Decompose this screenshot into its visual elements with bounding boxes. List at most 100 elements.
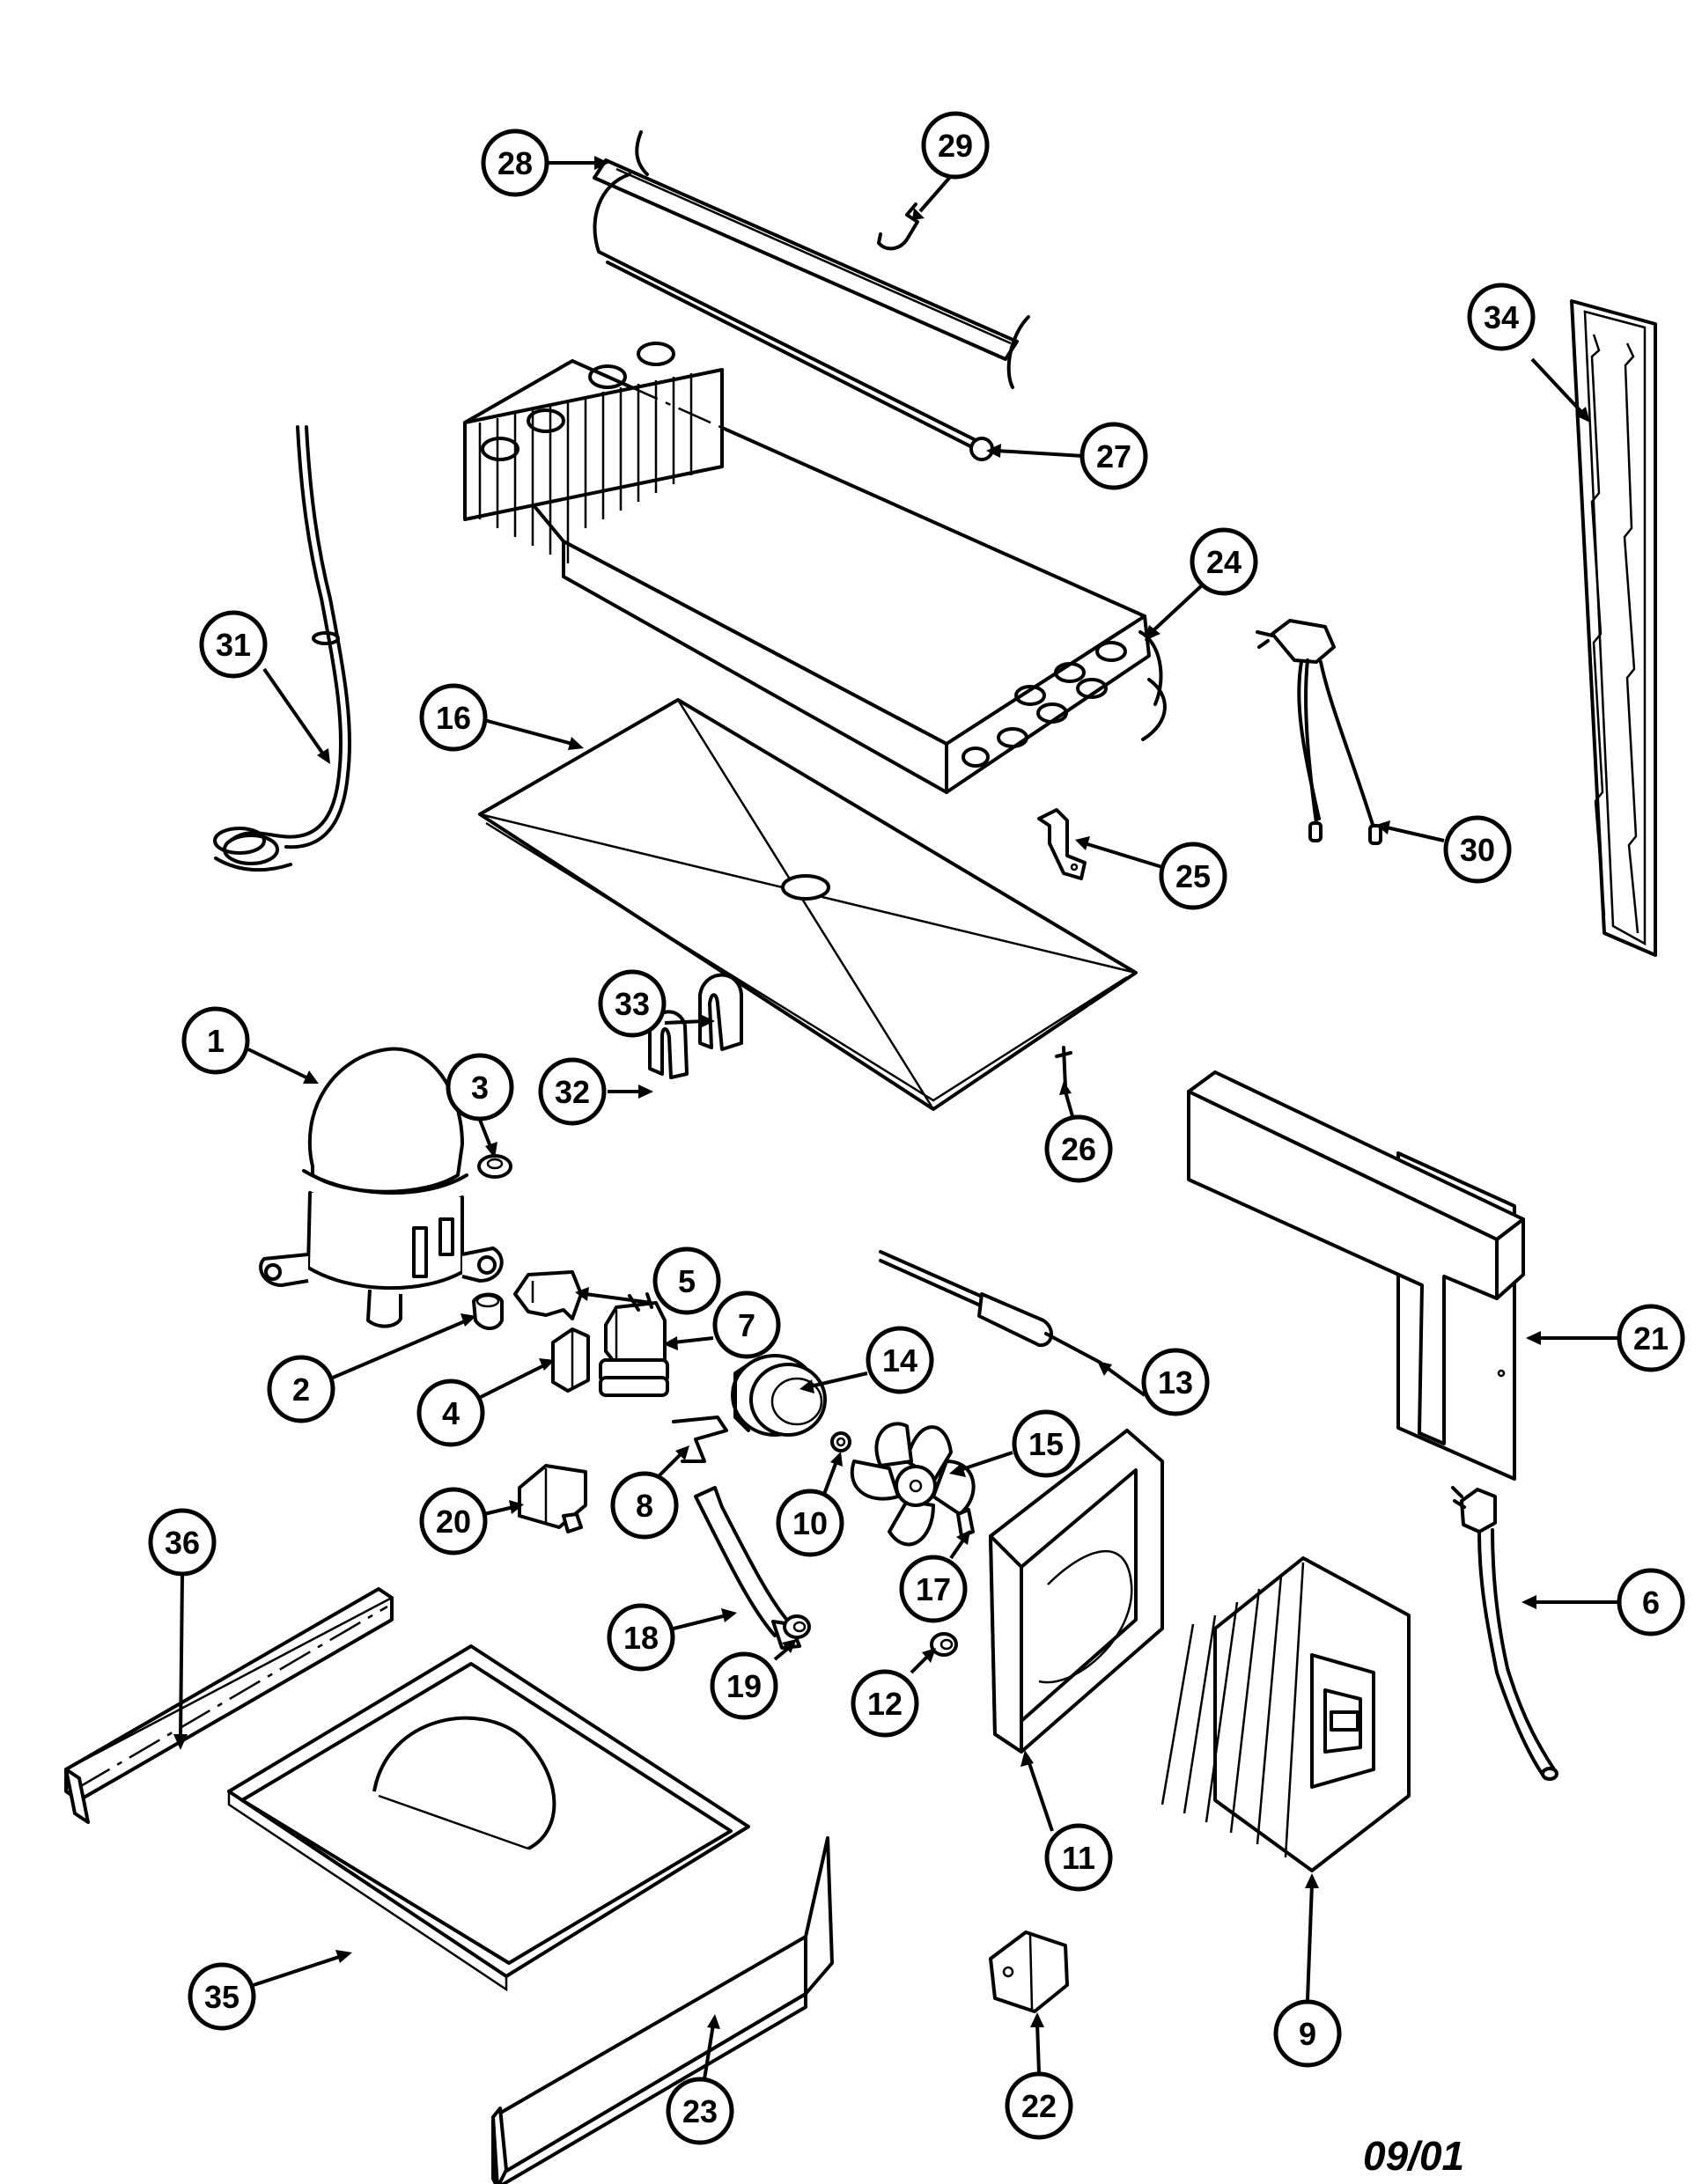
connector-part xyxy=(989,1930,1069,2013)
svg-text:3: 3 xyxy=(471,1070,489,1106)
callout-30: 30 xyxy=(1443,815,1512,884)
defrost-drain-pan-part xyxy=(227,1644,750,1992)
thermostat-part xyxy=(1256,619,1382,845)
sensor-part xyxy=(879,1250,1102,1364)
svg-text:26: 26 xyxy=(1061,1131,1096,1167)
callout-11: 11 xyxy=(1044,1823,1113,1892)
svg-text:33: 33 xyxy=(615,986,650,1022)
fan-blade-part xyxy=(850,1422,976,1547)
callout-13: 13 xyxy=(1141,1348,1210,1416)
svg-text:2: 2 xyxy=(292,1371,310,1408)
callout-17: 17 xyxy=(899,1555,968,1623)
callout-33: 33 xyxy=(598,969,667,1038)
callout-15: 15 xyxy=(1012,1409,1080,1478)
callout-14: 14 xyxy=(866,1326,934,1394)
callout-27: 27 xyxy=(1079,422,1148,490)
svg-text:9: 9 xyxy=(1299,2016,1316,2052)
nut-part xyxy=(830,1431,851,1452)
svg-text:21: 21 xyxy=(1633,1320,1669,1357)
heater-clip-part xyxy=(877,202,919,251)
svg-text:14: 14 xyxy=(882,1342,917,1379)
svg-text:12: 12 xyxy=(867,1686,903,1722)
callout-35: 35 xyxy=(188,1962,256,2031)
svg-text:29: 29 xyxy=(938,128,973,164)
callout-25: 25 xyxy=(1159,842,1227,910)
svg-text:19: 19 xyxy=(726,1668,762,1704)
callout-36: 36 xyxy=(148,1508,217,1577)
revision-date: 09/01 xyxy=(1363,2133,1465,2179)
overload-part xyxy=(551,1327,590,1393)
callout-34: 34 xyxy=(1467,283,1536,351)
grommet-part xyxy=(477,1154,512,1179)
svg-text:13: 13 xyxy=(1158,1364,1193,1401)
callout-4: 4 xyxy=(416,1379,485,1447)
svg-text:6: 6 xyxy=(1642,1585,1660,1621)
callout-1: 1 xyxy=(181,1006,250,1075)
svg-text:5: 5 xyxy=(678,1263,696,1299)
callout-29: 29 xyxy=(921,111,990,180)
relay-part xyxy=(599,1292,669,1397)
svg-text:17: 17 xyxy=(916,1571,951,1607)
svg-text:30: 30 xyxy=(1460,832,1495,868)
evaporator-part xyxy=(463,342,1167,794)
svg-text:31: 31 xyxy=(216,627,251,663)
callout-19: 19 xyxy=(710,1651,778,1720)
callout-24: 24 xyxy=(1190,527,1258,596)
callout-10: 10 xyxy=(776,1489,844,1557)
svg-text:23: 23 xyxy=(682,2093,718,2129)
svg-text:20: 20 xyxy=(436,1504,471,1540)
start-switch-part xyxy=(518,1464,587,1533)
insulation-block-part xyxy=(1187,1070,1525,1481)
defrost-heater-part xyxy=(593,130,1030,461)
condenser-part xyxy=(1160,1556,1411,1872)
drain-pan-part xyxy=(478,698,1138,1111)
callout-12: 12 xyxy=(851,1669,919,1738)
svg-text:34: 34 xyxy=(1484,299,1519,335)
wire-clip-part xyxy=(672,1416,728,1463)
svg-text:35: 35 xyxy=(204,1979,239,2015)
grommet-part-19 xyxy=(783,1614,811,1639)
callout-16: 16 xyxy=(419,683,488,752)
callout-32: 32 xyxy=(538,1057,607,1126)
callout-6: 6 xyxy=(1617,1568,1685,1636)
callout-3: 3 xyxy=(446,1053,514,1121)
fan-shroud-part xyxy=(989,1429,1164,1754)
screw-part xyxy=(1055,1046,1072,1089)
callout-23: 23 xyxy=(666,2077,734,2145)
relay-cover-part xyxy=(513,1270,583,1320)
compressor-part xyxy=(259,1047,504,1328)
grommet-part-12 xyxy=(930,1632,958,1657)
svg-text:28: 28 xyxy=(497,145,533,181)
svg-text:24: 24 xyxy=(1206,544,1242,580)
svg-text:22: 22 xyxy=(1021,2088,1057,2124)
svg-text:7: 7 xyxy=(738,1307,755,1343)
callout-20: 20 xyxy=(419,1487,488,1555)
drain-tube-part xyxy=(213,425,352,872)
svg-text:32: 32 xyxy=(555,1074,590,1110)
callout-5: 5 xyxy=(652,1246,721,1315)
support-rail-part xyxy=(64,1587,394,1824)
bracket-part xyxy=(1037,808,1087,880)
blade-clip-part xyxy=(956,1508,975,1538)
svg-text:18: 18 xyxy=(623,1620,659,1656)
clip-part-33 xyxy=(698,973,743,1051)
svg-text:36: 36 xyxy=(165,1525,200,1561)
callout-31: 31 xyxy=(199,610,268,679)
svg-text:8: 8 xyxy=(636,1488,653,1524)
callout-7: 7 xyxy=(712,1291,781,1359)
callout-18: 18 xyxy=(607,1603,675,1672)
side-panel-part xyxy=(1570,299,1657,957)
callout-9: 9 xyxy=(1273,1999,1342,2068)
callout-22: 22 xyxy=(1005,2071,1073,2140)
svg-text:1: 1 xyxy=(207,1023,225,1059)
callout-8: 8 xyxy=(610,1471,679,1540)
svg-text:10: 10 xyxy=(792,1505,828,1541)
callout-21: 21 xyxy=(1617,1304,1685,1372)
plug-part xyxy=(472,1292,504,1330)
svg-text:4: 4 xyxy=(442,1395,460,1431)
svg-text:25: 25 xyxy=(1175,858,1211,894)
svg-text:16: 16 xyxy=(436,700,471,736)
base-panel-part xyxy=(491,1836,834,2184)
svg-text:11: 11 xyxy=(1062,1840,1095,1876)
leader-lines xyxy=(173,156,1618,2080)
